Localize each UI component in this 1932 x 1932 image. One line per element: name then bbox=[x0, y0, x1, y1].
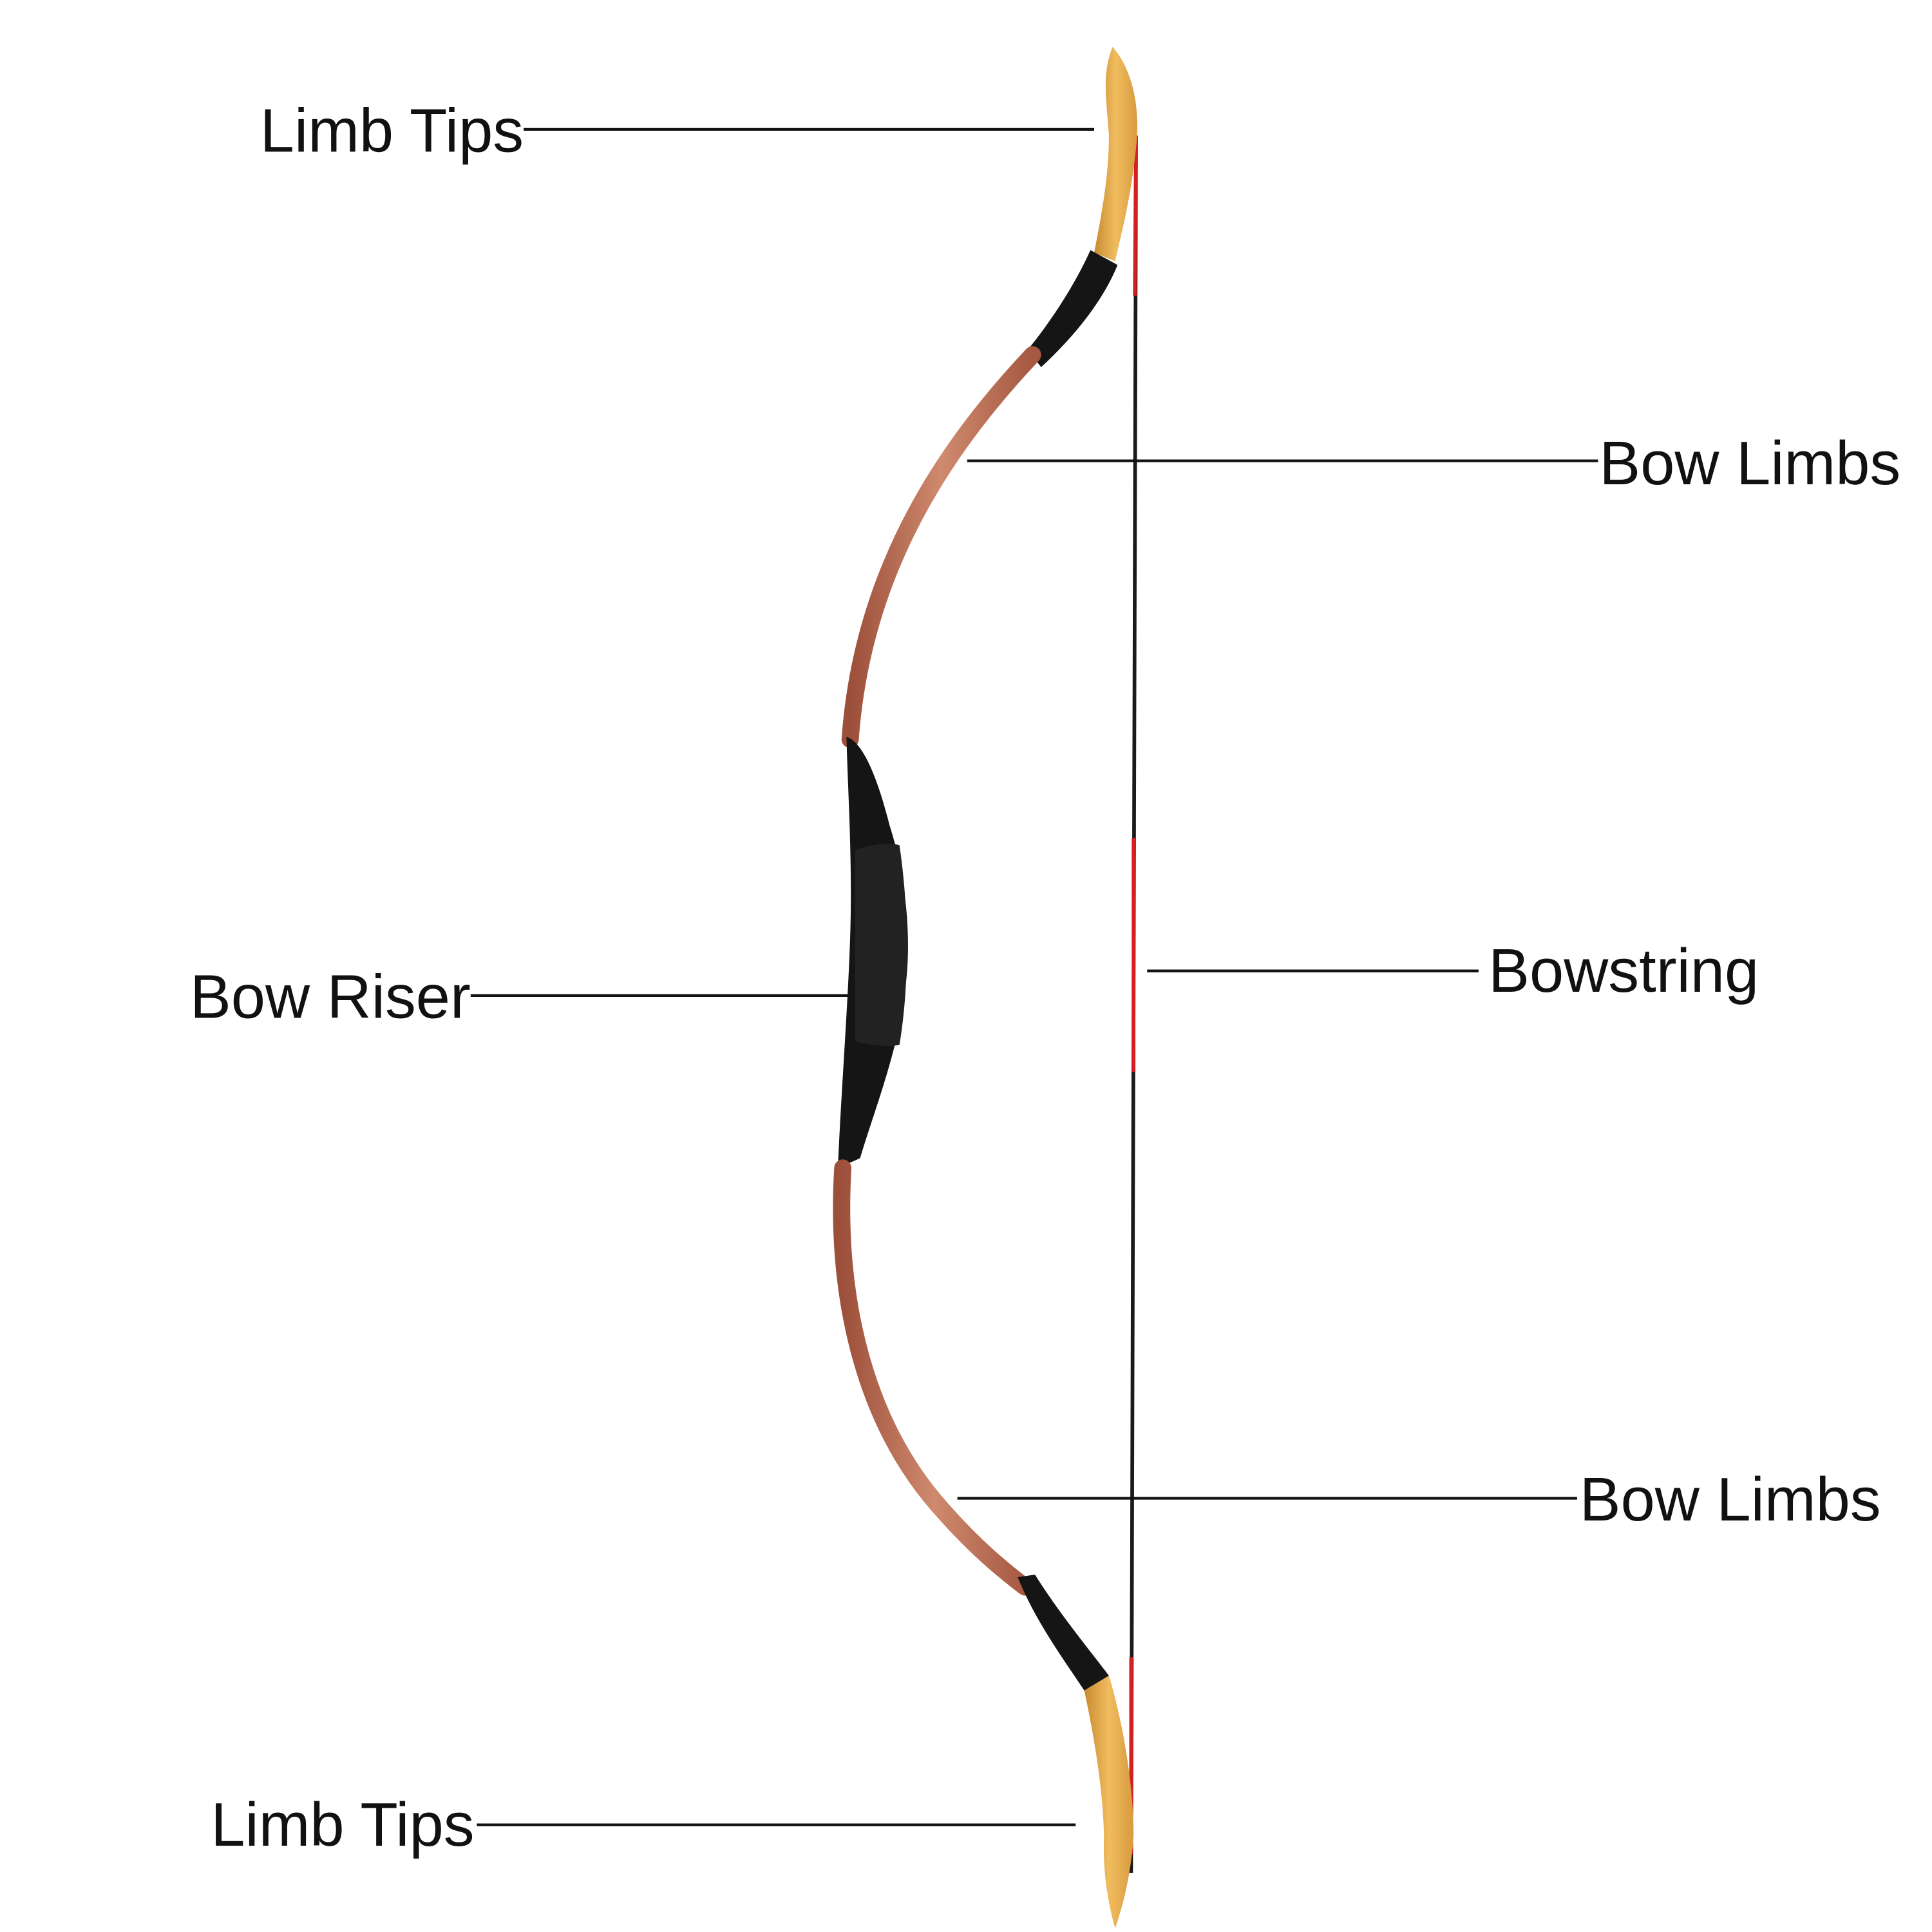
upper-bow-limb bbox=[841, 346, 1041, 748]
lower-bow-limb bbox=[833, 1159, 1034, 1596]
string-serving-top bbox=[1133, 135, 1138, 296]
label-bow-limbs-lower: Bow Limbs bbox=[1580, 1465, 1881, 1534]
label-limb-tips-bottom: Limb Tips bbox=[211, 1790, 474, 1859]
label-bow-riser: Bow Riser bbox=[190, 962, 471, 1031]
upper-limb-wrap bbox=[1027, 250, 1118, 368]
label-limb-tips-top: Limb Tips bbox=[260, 96, 524, 165]
upper-limb-tip bbox=[1094, 46, 1137, 261]
lower-limb-tip bbox=[1084, 1676, 1134, 1929]
riser-grip bbox=[855, 844, 907, 1046]
label-bow-limbs-upper: Bow Limbs bbox=[1599, 429, 1900, 498]
lower-limb-wrap bbox=[1018, 1575, 1109, 1690]
bowstring bbox=[1129, 135, 1138, 1873]
label-bowstring: Bowstring bbox=[1488, 936, 1759, 1005]
